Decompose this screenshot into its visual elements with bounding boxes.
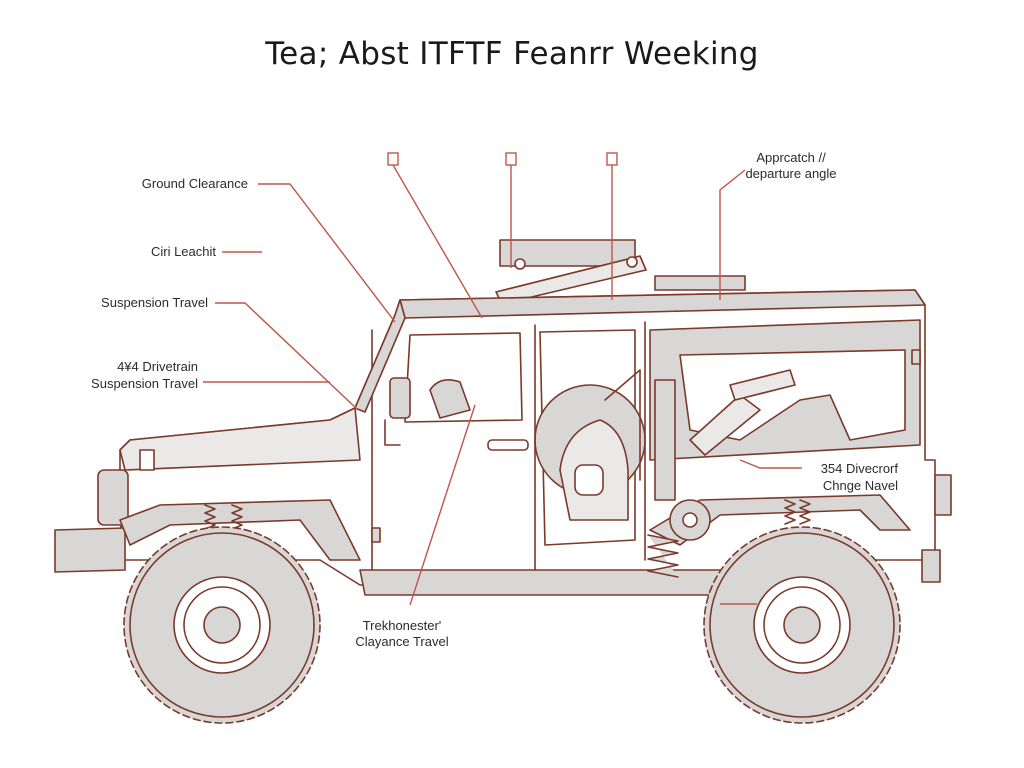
callout-drivetrain-line1: 4¥4 Drivetrain (117, 359, 198, 374)
callout-approach-line2: departure angle (745, 166, 837, 181)
callout-bottom-line2: Clayance Travel (355, 634, 449, 649)
callout-approach-line1: Apprcatch // (756, 150, 826, 165)
callout-right-line2: Chnge Navel (822, 478, 898, 493)
leader-lines (203, 152, 802, 606)
callout-drivetrain-line2: Suspension Travel (91, 376, 198, 391)
suspension (204, 369, 811, 578)
front-wheel (123, 526, 321, 724)
callout-bottom-line1: Trekhonester' (362, 618, 442, 633)
callout-ciri-leachit: Ciri Leachit (150, 244, 216, 259)
diagram-title: Tea; Abst ITFTF Feanrr Weeking (265, 36, 759, 72)
callout-suspension-travel: Suspension Travel (101, 295, 208, 310)
callout-ground-clearance: Ground Clearance (141, 176, 248, 191)
callout-right-line1: 354 Divecrorf (820, 461, 898, 476)
rear-wheel (703, 526, 901, 724)
